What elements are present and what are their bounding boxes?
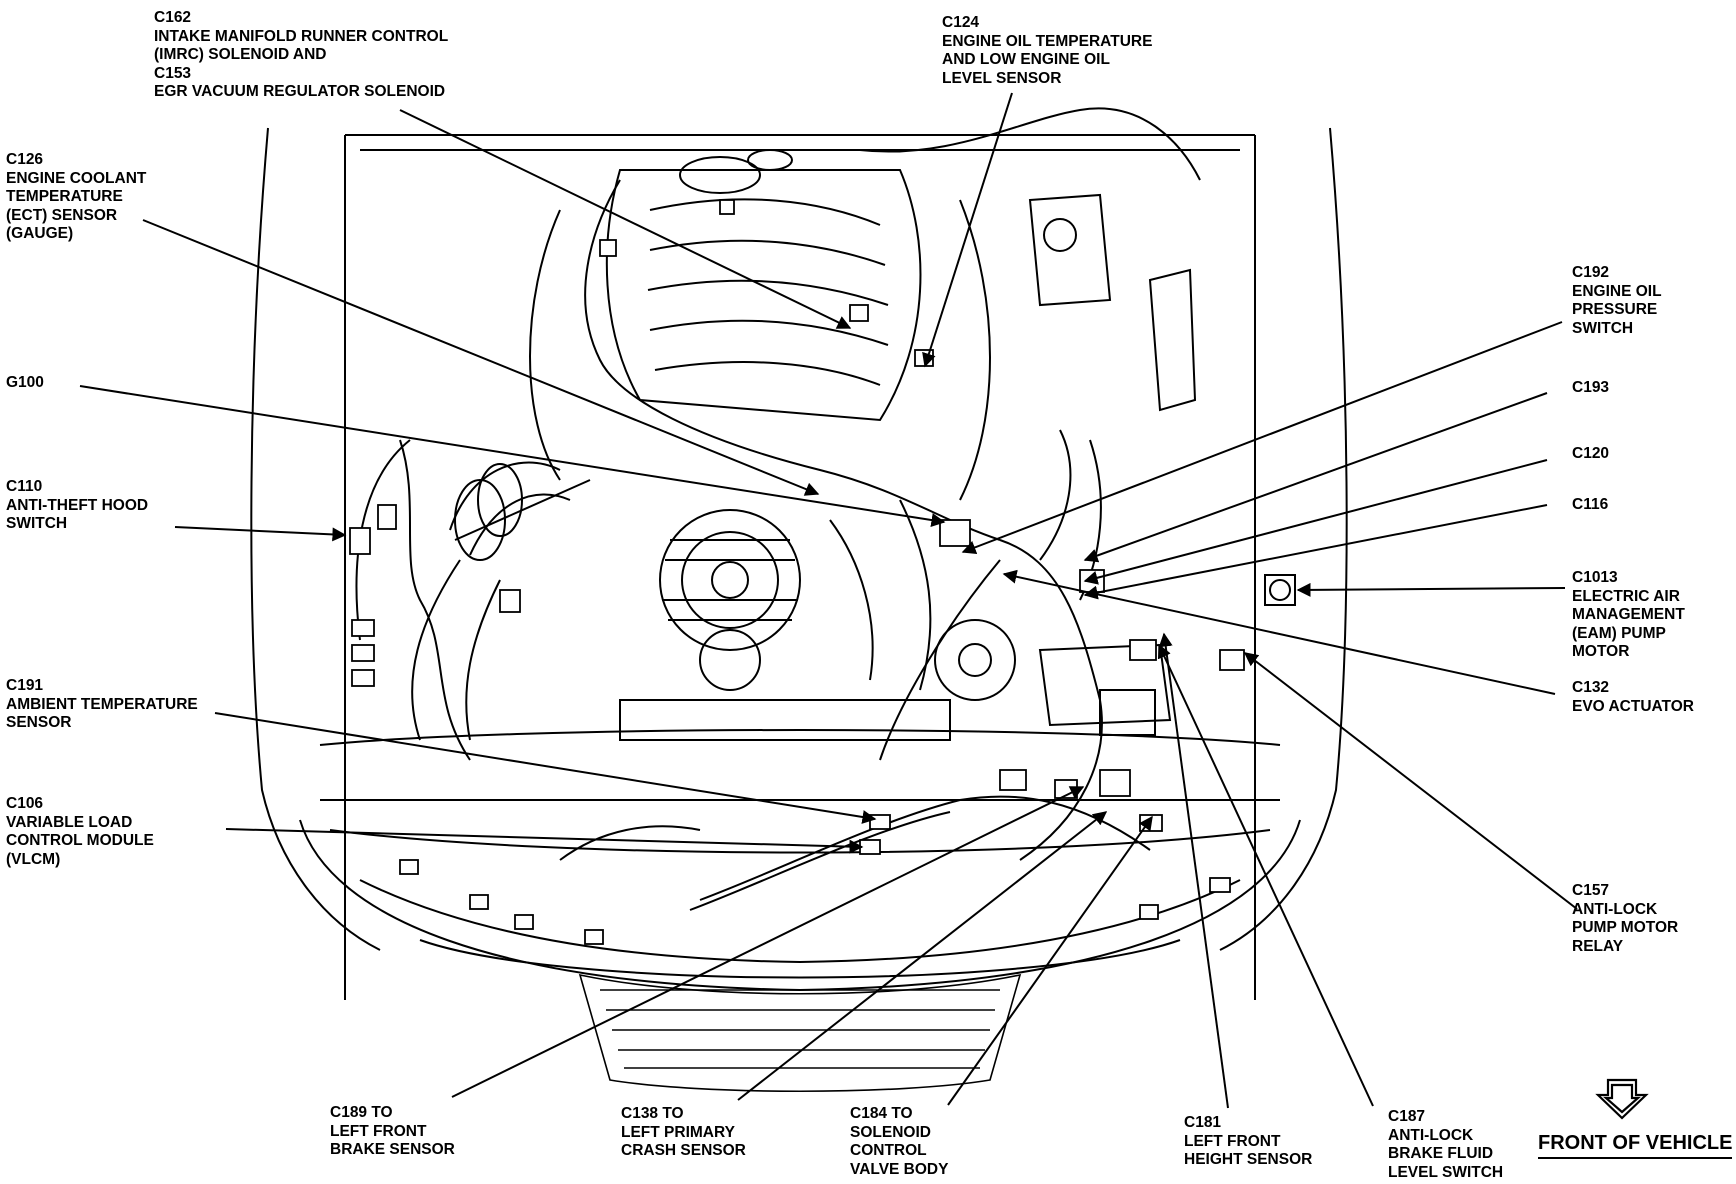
grille (578, 973, 1022, 1093)
front-of-vehicle-label: FRONT OF VEHICLE (1538, 1132, 1733, 1159)
leader-c1013 (1296, 582, 1566, 597)
leader-c132 (1002, 569, 1556, 695)
engine-block (529, 149, 991, 741)
reservoirs (934, 193, 1296, 736)
vehicle-outline (250, 127, 1348, 1000)
wiring-harness (355, 107, 1201, 911)
leader-c162 (399, 109, 852, 329)
leader-c191 (214, 712, 877, 824)
front-arrow-icon (1595, 1078, 1649, 1120)
leader-lines (79, 92, 1578, 1109)
leader-c181 (1158, 632, 1229, 1109)
leader-c116 (1083, 504, 1548, 600)
leader-c124 (922, 92, 1013, 368)
label-g100: G100 (6, 374, 44, 391)
leader-c138 (737, 811, 1108, 1101)
air-intake-tube (411, 461, 591, 741)
connectors (349, 199, 1245, 945)
leader-c189 (451, 786, 1085, 1098)
leader-c157 (1243, 652, 1578, 910)
leader-c184 (947, 815, 1153, 1106)
label-c120: C120 (1572, 445, 1610, 462)
leader-c126 (142, 219, 820, 496)
label-c116: C116 (1572, 496, 1609, 513)
leader-c110 (174, 526, 347, 542)
leader-c193 (1083, 392, 1548, 563)
label-c193: C193 (1572, 379, 1610, 396)
leader-c192 (961, 321, 1563, 555)
leader-c120 (1083, 459, 1548, 585)
alternator (659, 509, 801, 691)
leader-c187 (1157, 643, 1374, 1107)
leader-c106 (225, 828, 864, 854)
leader-g100 (79, 385, 946, 527)
